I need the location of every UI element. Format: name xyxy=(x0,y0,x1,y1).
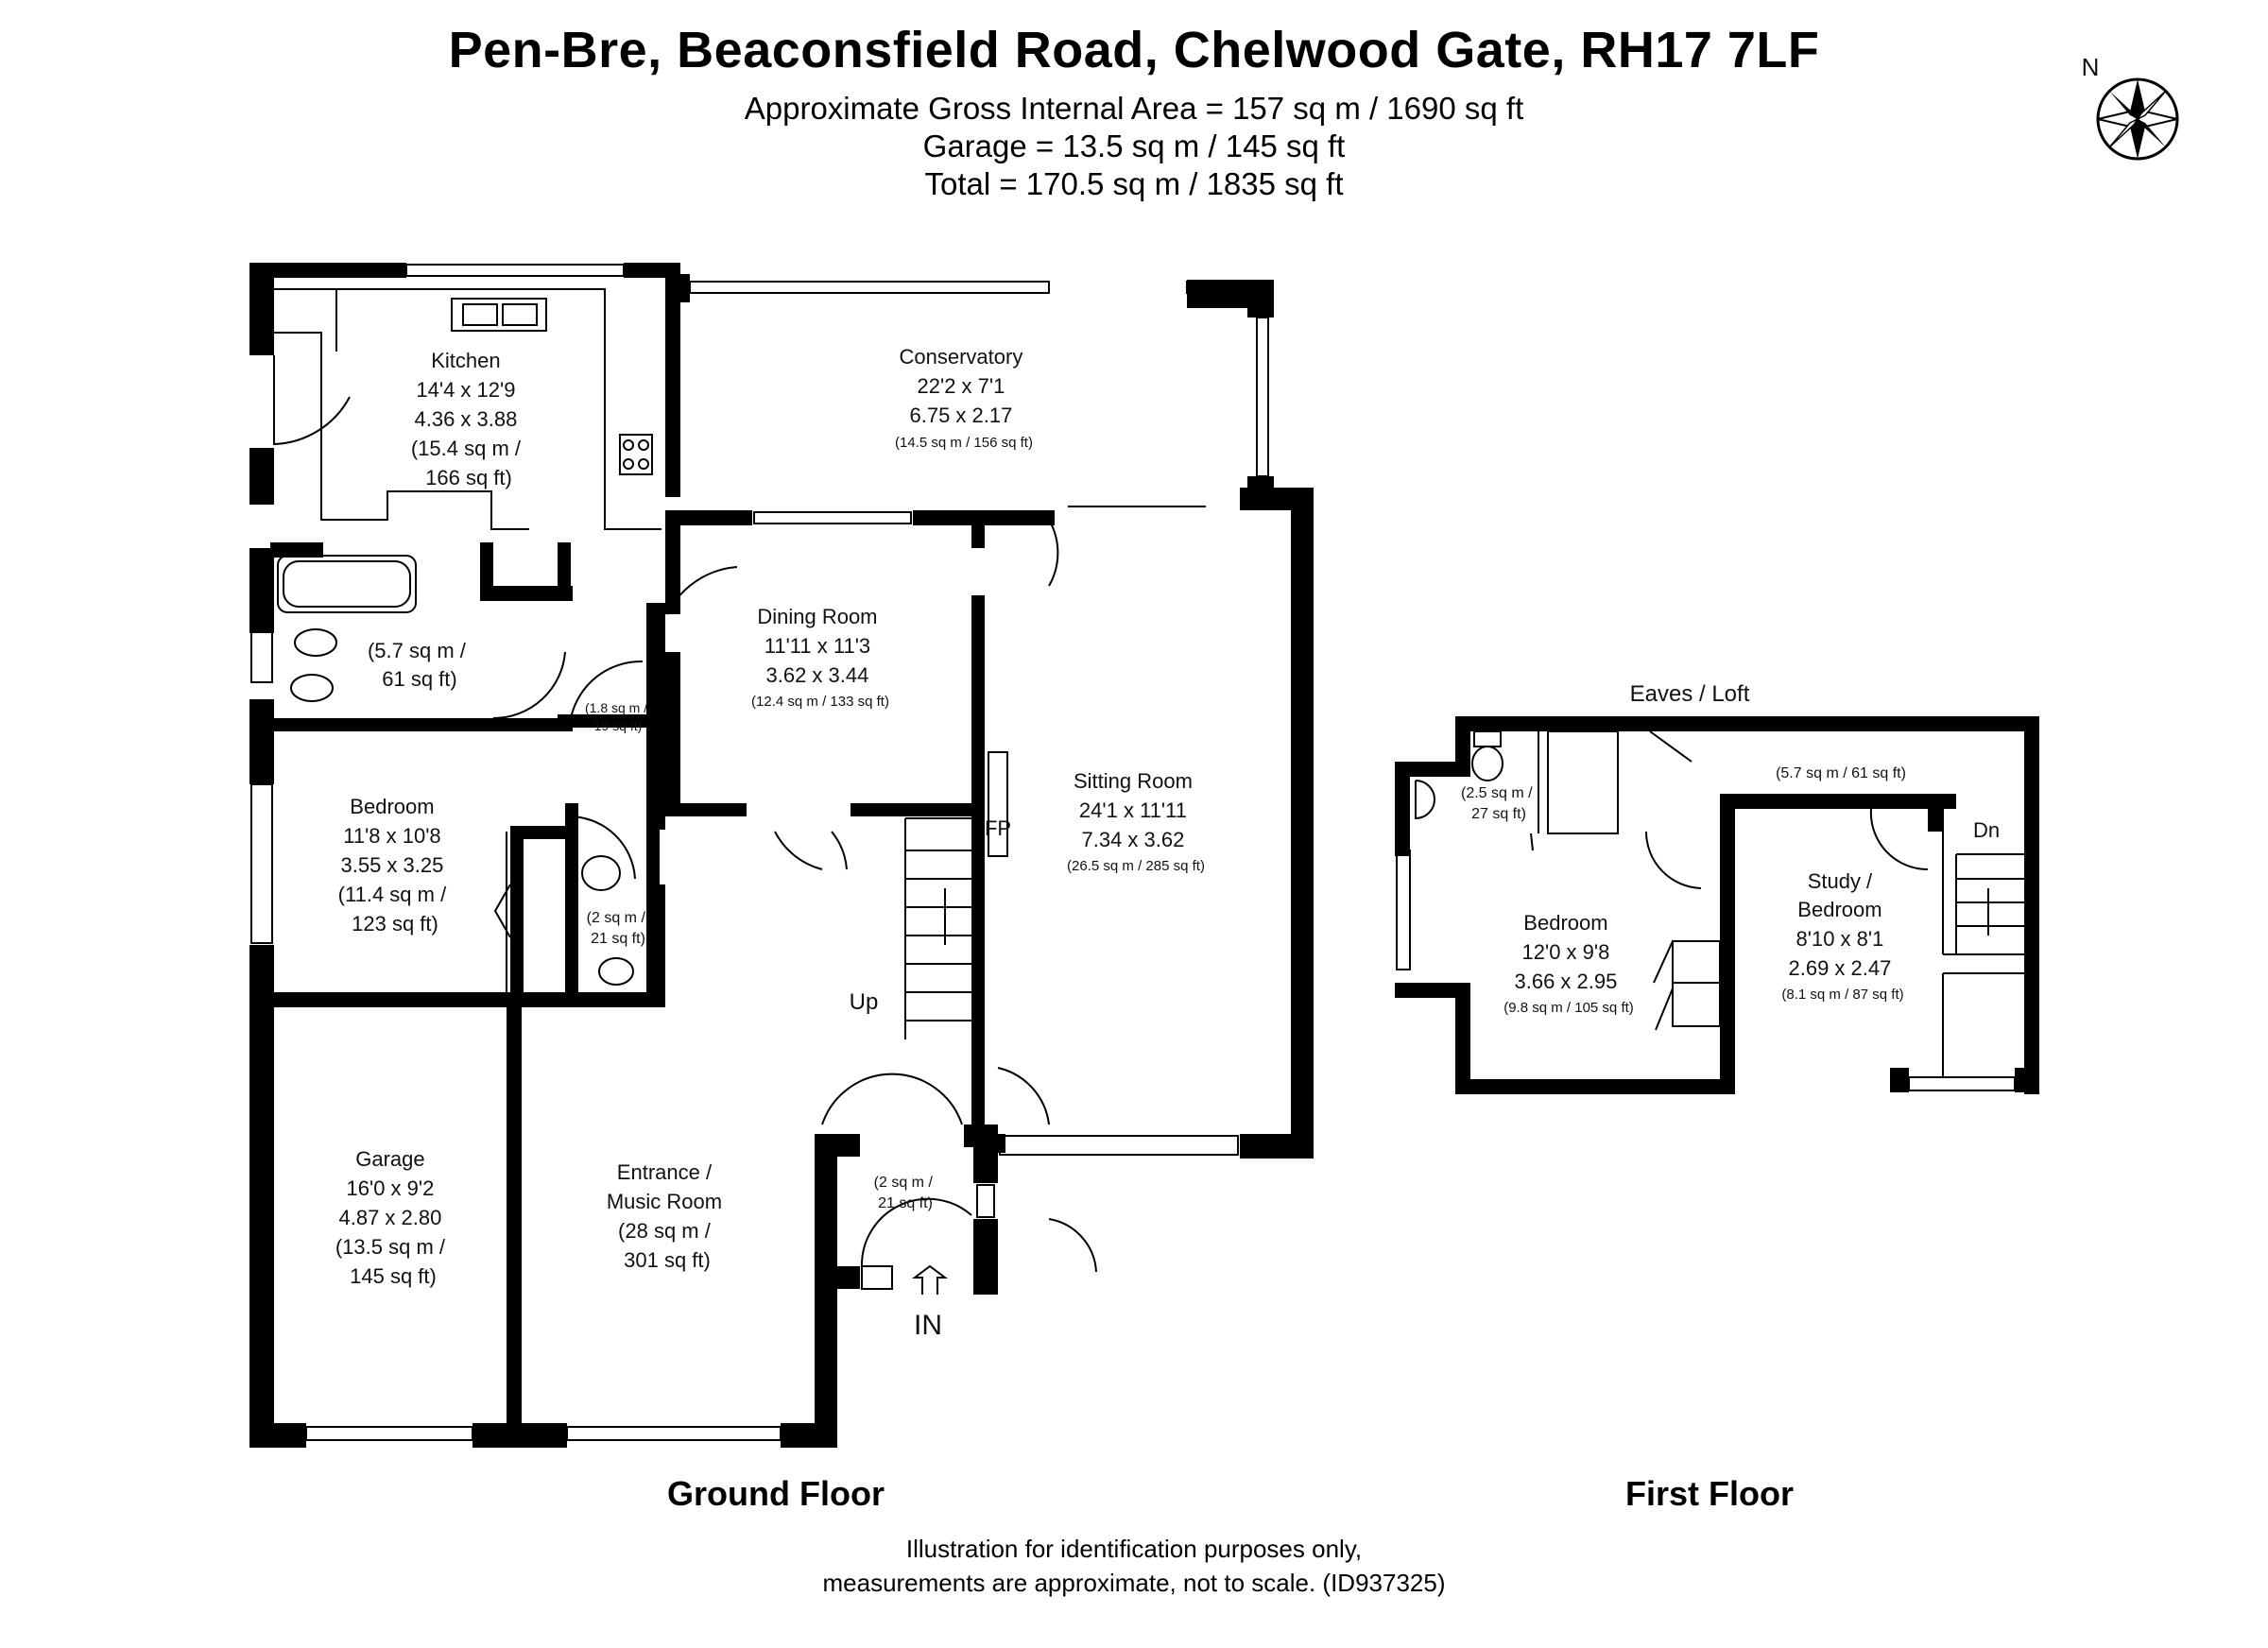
fireplace-label: FP xyxy=(985,816,1011,840)
stairs-down-label: Dn xyxy=(1973,818,2000,842)
eaves-area-label: (5.7 sq m / 61 sq ft) xyxy=(1776,765,1906,781)
study-bedroom-label: Study / Bedroom 8'10 x 8'1 2.69 x 2.47 (… xyxy=(1781,869,1903,1003)
kitchen-label: Kitchen 14'4 x 12'9 4.36 x 3.88 (15.4 sq… xyxy=(411,349,526,489)
dining-room-label: Dining Room 11'11 x 11'3 3.62 x 3.44 (12… xyxy=(751,605,889,710)
sitting-room-label: Sitting Room 24'1 x 11'11 7.34 x 3.62 (2… xyxy=(1067,769,1205,874)
entrance-in-label: IN xyxy=(914,1310,942,1341)
ground-floor-fixtures xyxy=(250,264,1269,1441)
garage-label: Garage 16'0 x 9'2 4.87 x 2.80 (13.5 sq m… xyxy=(335,1147,451,1288)
stairs-up-label: Up xyxy=(850,989,879,1015)
bathroom-label: (5.7 sq m / 61 sq ft) xyxy=(368,639,472,691)
garage-area: Garage = 13.5 sq m / 145 sq ft xyxy=(922,129,1346,163)
disclaimer-line-1: Illustration for identification purposes… xyxy=(905,1535,1363,1563)
gross-internal-area: Approximate Gross Internal Area = 157 sq… xyxy=(744,91,1524,126)
ground-floor-walls xyxy=(249,263,1314,1448)
total-area: Total = 170.5 sq m / 1835 sq ft xyxy=(924,166,1344,201)
compass-north-label: N xyxy=(2082,53,2100,81)
porch-label: (2 sq m / 21 sq ft) xyxy=(874,1175,937,1211)
first-floor-fixtures xyxy=(1396,730,2024,1091)
wc-label: (2 sq m / 21 sq ft) xyxy=(587,910,650,947)
plan-title: Pen-Bre, Beaconsfield Road, Chelwood Gat… xyxy=(448,22,1820,78)
compass-icon: N xyxy=(2082,53,2179,161)
entry-arrow-icon xyxy=(912,1264,948,1295)
shower-room-label: (2.5 sq m / 27 sq ft) xyxy=(1461,785,1537,822)
first-floor-label: First Floor xyxy=(1625,1474,1794,1513)
utility-label: (1.8 sq m / 19 sq ft) xyxy=(585,700,651,733)
eaves-loft-label: Eaves / Loft xyxy=(1630,681,1750,707)
first-floor-walls xyxy=(1395,716,2039,1094)
entrance-music-room-label: Entrance / Music Room (28 sq m / 301 sq … xyxy=(607,1160,728,1272)
disclaimer-line-2: measurements are approximate, not to sca… xyxy=(822,1569,1446,1597)
conservatory-label: Conservatory 22'2 x 7'1 6.75 x 2.17 (14.… xyxy=(895,345,1033,451)
ground-floor-label: Ground Floor xyxy=(667,1474,885,1513)
first-floor-bedroom-label: Bedroom 12'0 x 9'8 3.66 x 2.95 (9.8 sq m… xyxy=(1503,911,1634,1016)
bedroom-label: Bedroom 11'8 x 10'8 3.55 x 3.25 (11.4 sq… xyxy=(338,795,453,936)
